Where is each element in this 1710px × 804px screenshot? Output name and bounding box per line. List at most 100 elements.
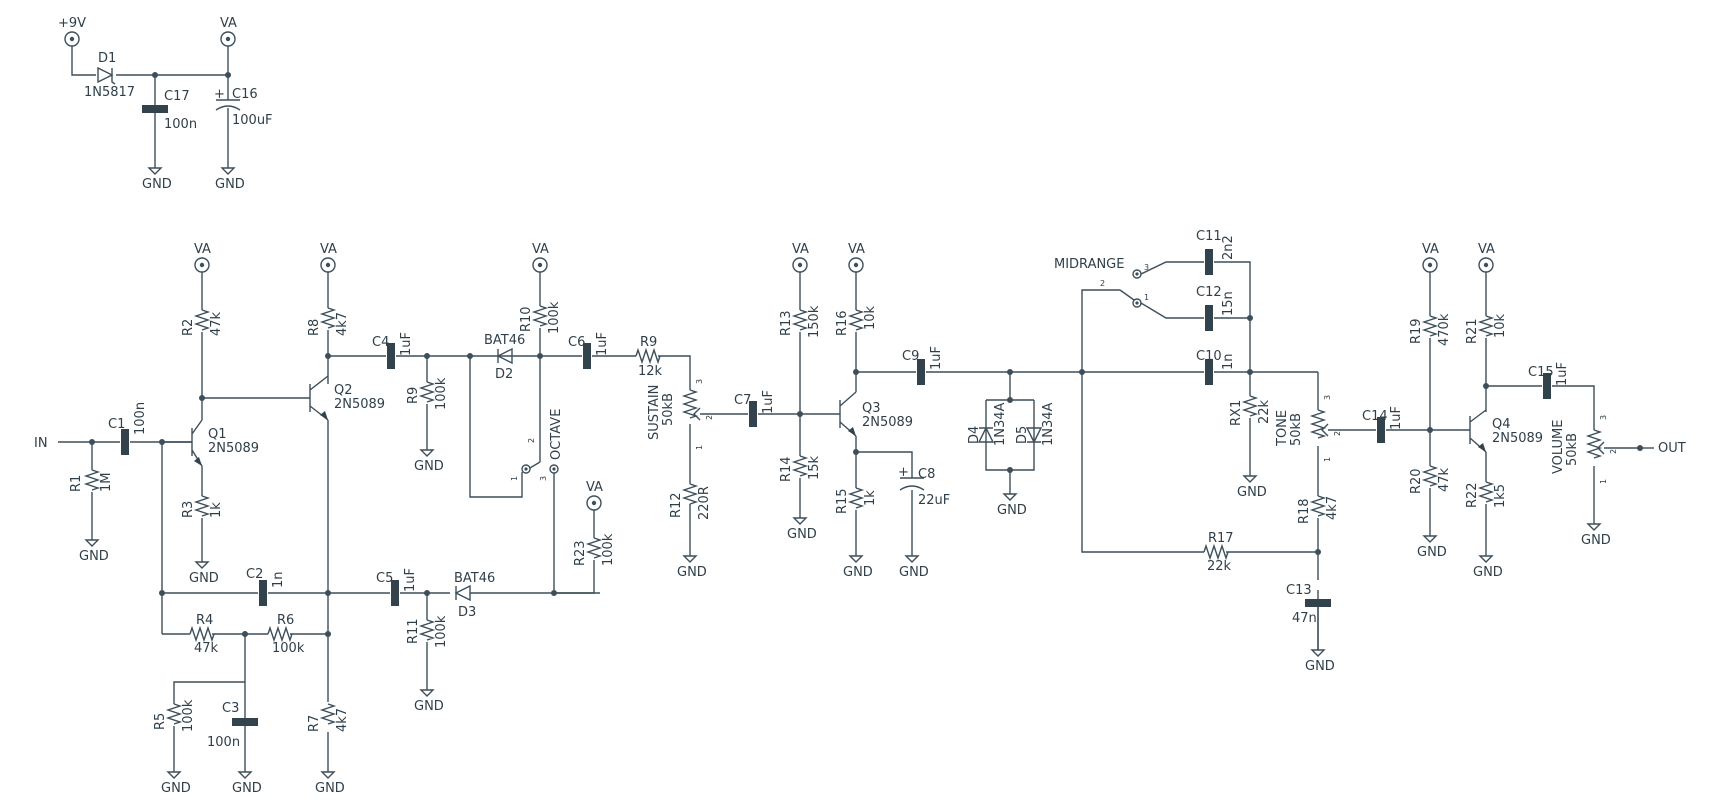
svg-text:C5: C5	[376, 571, 393, 586]
input-stage: IN C1 100n R1 1M GND VA R2 47k	[34, 242, 259, 586]
svg-text:VA: VA	[1478, 242, 1495, 257]
svg-text:15n: 15n	[1221, 291, 1236, 316]
resistor-r5: R5 100k	[153, 699, 196, 732]
svg-text:RX1: RX1	[1229, 400, 1244, 426]
capacitor-c2: C2 1n	[246, 567, 286, 606]
tone-potentiometer[interactable]: TONE 50kB 3 2 1	[1275, 395, 1342, 462]
resistor-r19: R19 470k	[1409, 313, 1452, 346]
svg-text:GND: GND	[1581, 533, 1611, 548]
svg-text:GND: GND	[899, 565, 929, 580]
resistor-r17: R17 22k	[1203, 531, 1234, 574]
svg-text:OCTAVE: OCTAVE	[549, 409, 564, 460]
svg-text:VA: VA	[586, 480, 603, 495]
svg-text:GND: GND	[215, 177, 245, 192]
svg-text:R8: R8	[307, 319, 322, 336]
resistor-r20: R20 47k	[1409, 465, 1452, 494]
svg-text:1uF: 1uF	[403, 568, 418, 592]
svg-text:R23: R23	[573, 540, 588, 566]
resistor-r6: R6 100k	[267, 613, 305, 656]
svg-text:2: 2	[527, 438, 536, 443]
sustain-potentiometer[interactable]: SUSTAIN 50kB 3 2 1	[647, 379, 714, 450]
svg-text:R20: R20	[1409, 468, 1424, 494]
svg-text:2: 2	[1100, 279, 1105, 288]
svg-text:C4: C4	[372, 335, 389, 350]
svg-text:MIDRANGE: MIDRANGE	[1054, 257, 1124, 272]
octave-stage: VA R8 4k7 Q2 2N5089 C2 1n R4 4	[153, 242, 616, 796]
resistor-r12: R12 220R	[669, 483, 712, 520]
svg-text:2: 2	[705, 415, 714, 420]
input-port-label[interactable]: IN	[34, 436, 48, 451]
svg-text:GND: GND	[1473, 565, 1503, 580]
svg-text:GND: GND	[79, 549, 109, 564]
resistor-r3: R3 1k	[181, 495, 224, 518]
svg-text:BAT46: BAT46	[454, 571, 495, 586]
diode-d1: D1 1N5817	[84, 51, 135, 100]
svg-text:R19: R19	[1409, 318, 1424, 344]
svg-text:3: 3	[1323, 395, 1332, 400]
svg-text:1: 1	[695, 445, 704, 450]
svg-text:4k7: 4k7	[1325, 496, 1340, 520]
svg-text:2N5089: 2N5089	[208, 441, 259, 456]
resistor-r15: R15 1k	[835, 487, 878, 514]
svg-text:1uF: 1uF	[1389, 406, 1404, 430]
svg-text:C6: C6	[568, 335, 585, 350]
svg-text:50kB: 50kB	[1289, 413, 1304, 446]
capacitor-c3: C3 100n	[207, 701, 258, 750]
svg-text:1uF: 1uF	[761, 390, 776, 414]
svg-text:VA: VA	[848, 242, 865, 257]
svg-text:100k: 100k	[434, 377, 449, 410]
svg-text:R7: R7	[307, 715, 322, 732]
octave-switch[interactable]: OCTAVE 2 1 3	[510, 409, 564, 481]
svg-text:C3: C3	[222, 701, 239, 716]
svg-text:47k: 47k	[1437, 467, 1452, 492]
svg-text:100n: 100n	[133, 402, 148, 435]
capacitor-c4: C4 1uF	[372, 332, 414, 369]
svg-text:VA: VA	[320, 242, 337, 257]
transistor-q3: Q3 2N5089	[839, 391, 913, 437]
svg-text:R14: R14	[779, 456, 794, 482]
svg-text:GND: GND	[414, 459, 444, 474]
capacitor-c17: C17 100n	[142, 89, 197, 132]
volume-potentiometer[interactable]: VOLUME 50kB 3 2 1	[1551, 415, 1618, 484]
svg-text:C7: C7	[734, 393, 751, 408]
svg-text:VA: VA	[1422, 242, 1439, 257]
svg-text:Q4: Q4	[1492, 417, 1511, 432]
resistor-r16: R16 10k	[835, 305, 878, 336]
svg-text:4k7: 4k7	[335, 312, 350, 336]
svg-text:10k: 10k	[1493, 313, 1508, 338]
resistor-r22: R22 1k5	[1465, 481, 1508, 508]
svg-text:SUSTAIN: SUSTAIN	[647, 385, 662, 440]
svg-text:C16: C16	[232, 87, 258, 102]
resistor-r23: R23 100k	[573, 533, 616, 566]
svg-text:15k: 15k	[807, 455, 822, 480]
output-port-label[interactable]: OUT	[1658, 441, 1686, 456]
svg-text:C1: C1	[108, 417, 125, 432]
svg-text:50kB: 50kB	[661, 393, 676, 426]
svg-text:TONE: TONE	[1275, 410, 1290, 447]
svg-text:R6: R6	[277, 613, 294, 628]
svg-text:1uF: 1uF	[399, 332, 414, 356]
svg-text:3: 3	[1599, 415, 1608, 420]
svg-text:22k: 22k	[1207, 559, 1232, 574]
resistor-r21: R21 10k	[1465, 313, 1508, 344]
svg-text:Q1: Q1	[208, 427, 227, 442]
svg-text:GND: GND	[142, 177, 172, 192]
svg-text:GND: GND	[997, 503, 1027, 518]
svg-text:R5: R5	[153, 713, 168, 730]
midrange-switch[interactable]: MIDRANGE 2 3 1	[1054, 257, 1149, 308]
svg-text:R2: R2	[181, 319, 196, 336]
resistor-r14: R14 15k	[779, 455, 822, 482]
svg-text:2N5089: 2N5089	[334, 397, 385, 412]
capacitor-c9: C9 1uF	[902, 346, 944, 385]
resistor-r7: R7 4k7	[307, 702, 350, 732]
svg-text:1k: 1k	[863, 490, 878, 506]
svg-text:C8: C8	[918, 467, 935, 482]
svg-text:1: 1	[510, 476, 519, 481]
diode-d5: D5 1N34A	[1015, 402, 1056, 446]
svg-text:22k: 22k	[1257, 399, 1272, 424]
svg-text:R3: R3	[181, 501, 196, 518]
svg-text:1M: 1M	[99, 473, 114, 493]
svg-text:+: +	[214, 87, 225, 102]
svg-text:1N5817: 1N5817	[84, 85, 135, 100]
svg-text:C13: C13	[1286, 583, 1312, 598]
